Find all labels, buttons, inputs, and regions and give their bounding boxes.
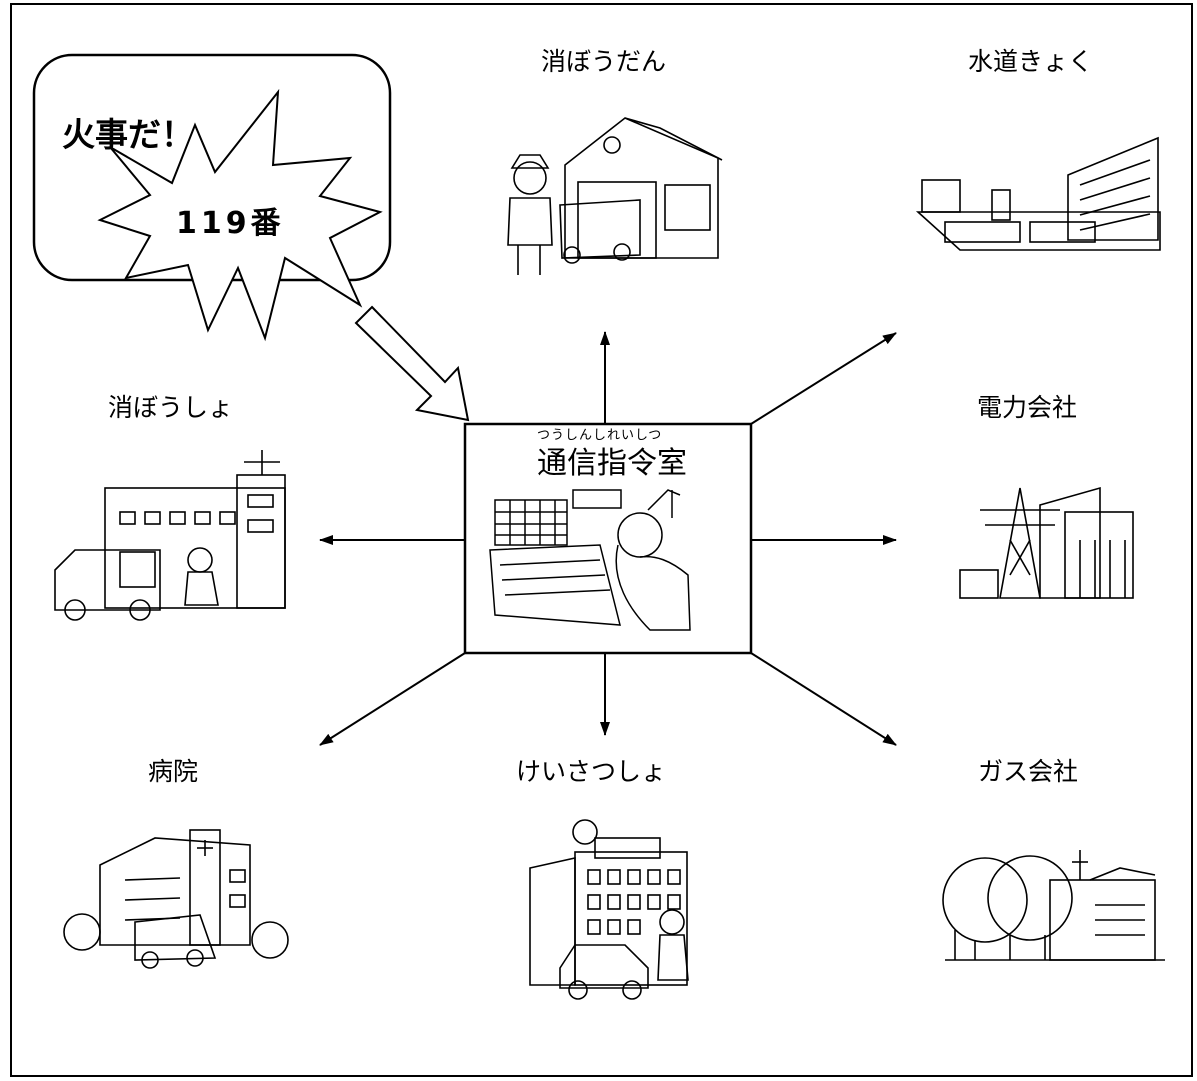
label-power-company: 電力会社 [977, 393, 1078, 422]
fire-station-illustration [54, 450, 286, 621]
callout-number: 119番 [176, 206, 285, 241]
label-fire-station: 消ぼうしょ [108, 393, 234, 422]
explosion-burst [97, 88, 383, 342]
center-box [463, 422, 753, 655]
callout-exclaim: 火事だ！ [62, 115, 194, 154]
report-arrow [354, 305, 470, 422]
label-gas-company: ガス会社 [978, 757, 1079, 786]
power-company-illustration [959, 486, 1134, 599]
diagram-frame [10, 3, 1193, 1077]
arrow-to-gas-company [750, 652, 897, 746]
gas-company-illustration [942, 850, 1165, 961]
center-title: 通信指令室 [537, 446, 687, 481]
fire-brigade-illustration [507, 117, 723, 275]
label-water-bureau: 水道きょく [968, 47, 1094, 76]
police-station-illustration [529, 819, 689, 1000]
water-bureau-illustration [915, 136, 1161, 251]
arrow-to-hospital [319, 652, 466, 746]
dispatcher-illustration [489, 489, 691, 631]
hospital-illustration [63, 829, 289, 969]
label-fire-brigade: 消ぼうだん [541, 47, 667, 76]
arrows [319, 331, 897, 746]
center-ruby: つうしんしれいしつ [537, 428, 663, 443]
arrow-to-water-bureau [750, 332, 897, 425]
label-police-station: けいさつしょ [516, 757, 667, 786]
label-hospital: 病院 [148, 757, 199, 786]
